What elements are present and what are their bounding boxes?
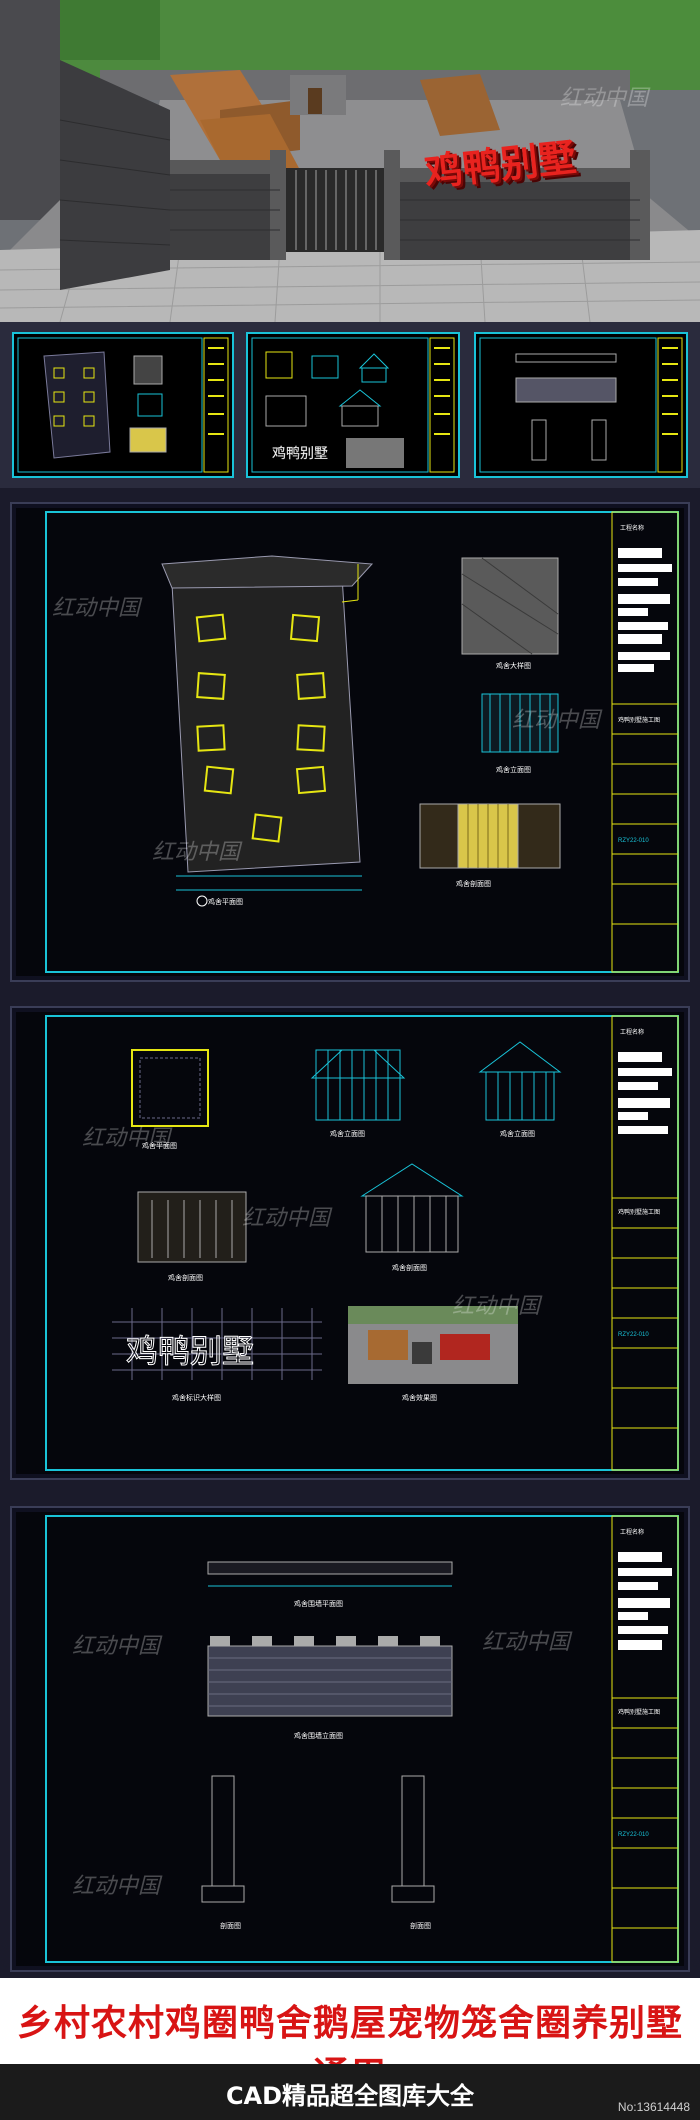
thumbnail-sheet-1[interactable] bbox=[12, 332, 234, 478]
caption-1-2: 鸡舍大样图 bbox=[496, 661, 531, 670]
thumbnail-sheet-2[interactable]: 鸡鸭别墅 bbox=[246, 332, 460, 478]
watermark: 红动中国 bbox=[560, 86, 649, 111]
watermark: 红动中国 bbox=[72, 1874, 161, 1899]
title-block-header-3: 工程名称 bbox=[620, 1528, 644, 1536]
watermark: 红动中国 bbox=[242, 1206, 331, 1231]
caption-3-2: 鸡舍围墙立面图 bbox=[294, 1731, 343, 1740]
watermark: 红动中国 bbox=[152, 840, 241, 865]
watermark: 红动中国 bbox=[52, 596, 141, 621]
caption-1-3: 鸡舍立面图 bbox=[496, 765, 531, 774]
title-banner: 乡村农村鸡圈鸭舍鹅屋宠物笼舍圈养别墅通用 bbox=[0, 1978, 700, 2096]
caption-3-4: 剖面图 bbox=[410, 1921, 431, 1930]
caption-3-1: 鸡舍围墙平面图 bbox=[294, 1599, 343, 1608]
cad-sheet-1: 工程名称 鸡鸭别墅施工图 RZY22-010 鸡舍平面图 鸡舍大样图 鸡舍立面图 bbox=[10, 502, 690, 982]
footer: CAD精品超全图库大全 No:13614448 bbox=[0, 2064, 700, 2120]
cad-sheet-2: 工程名称 鸡鸭别墅施工图 RZY22-010 鸡舍平面图 鸡舍立面图 鸡舍立面图… bbox=[10, 1006, 690, 1480]
watermark: 红动中国 bbox=[452, 1294, 541, 1319]
thumbnail-row: 鸡鸭别墅 bbox=[0, 322, 700, 488]
drawing-no-3: RZY22-010 bbox=[618, 1832, 649, 1838]
footer-subtitle: CAD精品超全图库大全 bbox=[225, 2082, 475, 2110]
caption-1-1: 鸡舍平面图 bbox=[208, 897, 243, 906]
svg-text:鸡鸭别墅: 鸡鸭别墅 bbox=[272, 445, 328, 461]
title-block-header-2: 工程名称 bbox=[620, 1028, 644, 1036]
caption-2-4: 鸡舍剖面图 bbox=[168, 1273, 203, 1282]
caption-2-7: 鸡舍效果图 bbox=[402, 1393, 437, 1402]
project-name-1: 鸡鸭别墅施工图 bbox=[618, 716, 660, 724]
banner-title: 乡村农村鸡圈鸭舍鹅屋宠物笼舍圈养别墅通用 bbox=[16, 2003, 683, 2096]
caption-2-3: 鸡舍立面图 bbox=[500, 1129, 535, 1138]
watermark: 红动中国 bbox=[72, 1634, 161, 1659]
title-block-header-1: 工程名称 bbox=[620, 524, 644, 532]
caption-2-2: 鸡舍立面图 bbox=[330, 1129, 365, 1138]
cad-sheet-3: 工程名称 鸡鸭别墅施工图 RZY22-010 鸡舍围墙平面图 鸡舍围墙立面图 剖… bbox=[10, 1506, 690, 1972]
caption-2-6: 鸡舍标识大样图 bbox=[172, 1393, 221, 1402]
drawing-no-1: RZY22-010 bbox=[618, 838, 649, 844]
caption-3-3: 剖面图 bbox=[220, 1921, 241, 1930]
watermark: 红动中国 bbox=[512, 708, 601, 733]
caption-1-4: 鸡舍剖面图 bbox=[456, 879, 491, 888]
watermark: 红动中国 bbox=[482, 1630, 571, 1655]
sign-outline: 鸡鸭别墅 bbox=[126, 1332, 254, 1370]
hero-render: 鸡鸭别墅 红动中国 bbox=[0, 0, 700, 322]
watermark: 红动中国 bbox=[82, 1126, 171, 1151]
caption-2-5: 鸡舍剖面图 bbox=[392, 1263, 427, 1272]
project-name-3: 鸡鸭别墅施工图 bbox=[618, 1708, 660, 1716]
caption-2-1: 鸡舍平面图 bbox=[142, 1141, 177, 1150]
image-number: No:13614448 bbox=[617, 2100, 690, 2114]
project-name-2: 鸡鸭别墅施工图 bbox=[618, 1208, 660, 1216]
drawing-no-2: RZY22-010 bbox=[618, 1332, 649, 1338]
thumbnail-sheet-3[interactable] bbox=[474, 332, 688, 478]
